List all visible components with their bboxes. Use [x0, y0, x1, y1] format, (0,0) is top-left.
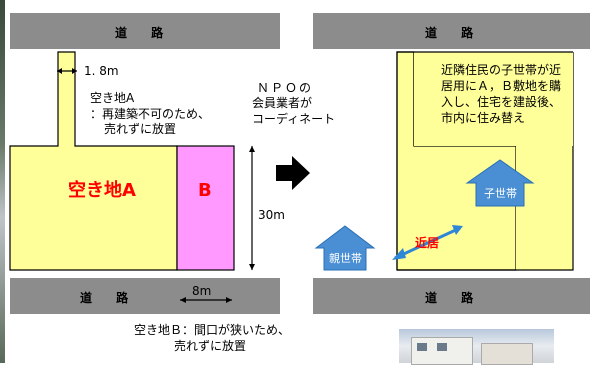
width-1-8m-label: 1. 8m — [84, 64, 119, 78]
right-desc-3: 入し、住宅を建設後、 — [441, 95, 562, 109]
lot-b-shape — [176, 145, 235, 271]
transition-arrow — [276, 156, 310, 190]
left-photo-strip — [0, 0, 5, 363]
width-8m-label: 8m — [192, 284, 212, 298]
building-photo — [399, 329, 554, 365]
lot-a-title: 空き地A — [90, 91, 135, 105]
left-road-top-label: 道 路 — [115, 26, 174, 40]
left-road-bottom — [10, 278, 280, 314]
right-road-top-label: 道 路 — [425, 26, 484, 40]
lot-a-big-label: 空き地A — [68, 180, 136, 201]
right-desc-1: 近隣住民の子世帯が近 — [441, 63, 562, 77]
right-road-bottom-label: 道 路 — [425, 291, 484, 305]
right-road-bottom — [313, 278, 590, 314]
left-road-top — [10, 13, 280, 49]
child-house-shape — [465, 159, 535, 207]
right-desc-2: 居用にＡ，Ｂ敷地を購 — [441, 79, 562, 93]
npo-line-1: ＮＰＯの — [257, 81, 314, 95]
parent-house-shape — [314, 225, 376, 271]
near-residence-label: 近居 — [415, 236, 440, 250]
right-road-top — [313, 13, 590, 49]
parent-house-label: 親世帯 — [329, 252, 362, 265]
lot-a-note-1: ：再建築不可のため、 — [90, 107, 211, 121]
npo-line-3: コーディネート — [252, 112, 336, 126]
npo-line-2: 会員業者が — [252, 96, 313, 110]
right-desc-4: 市内に住み替え — [441, 111, 526, 125]
child-house-label: 子世帯 — [484, 187, 517, 200]
left-road-bottom-label: 道 路 — [80, 291, 139, 305]
lot-a-note-2: 売れずに放置 — [104, 122, 177, 136]
bottom-note-2: 売れずに放置 — [174, 339, 247, 353]
lot-b-big-label: B — [198, 180, 212, 201]
bottom-note-1: 空き地Ｂ：間口が狭いため、 — [134, 323, 291, 337]
height-30m-label: 30m — [258, 208, 285, 222]
